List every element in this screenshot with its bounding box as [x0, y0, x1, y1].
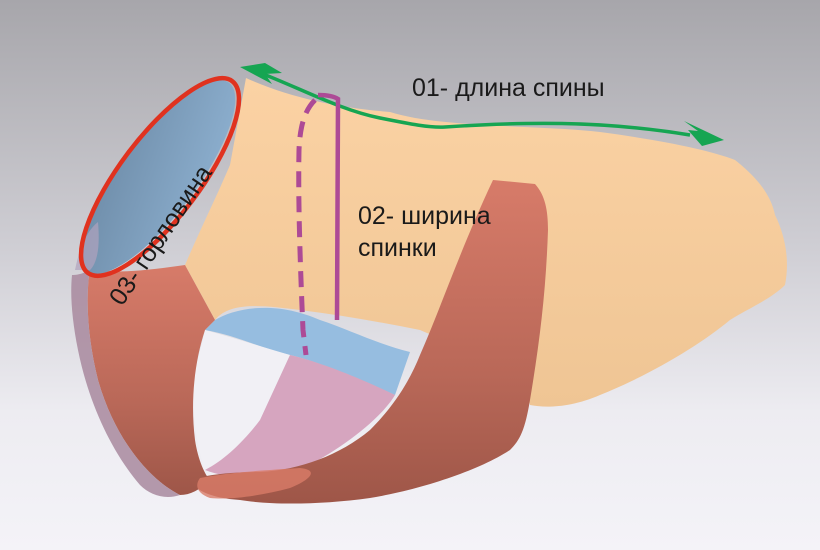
- strap-highlight: [197, 468, 311, 499]
- back-width-solid-line: [317, 92, 341, 321]
- label-back-length: 01- длина спины: [412, 74, 605, 102]
- back-length-arrow-head-right: [684, 121, 724, 146]
- back-width-dashed-line: [296, 98, 317, 356]
- back-length-arrow-head-left: [240, 63, 282, 84]
- label-back-width-line1: 02- ширина: [358, 202, 491, 230]
- leg-opening: [193, 330, 290, 470]
- left-strap-edge: [71, 268, 180, 497]
- back-length-arrow-line: [257, 70, 691, 137]
- neck-opening-interior: [80, 80, 236, 274]
- inner-strap: [205, 355, 395, 478]
- label-back-width-line2: спинки: [358, 234, 437, 262]
- neckline-outline: [78, 75, 242, 279]
- right-strap: [190, 180, 548, 504]
- left-strap: [87, 265, 215, 495]
